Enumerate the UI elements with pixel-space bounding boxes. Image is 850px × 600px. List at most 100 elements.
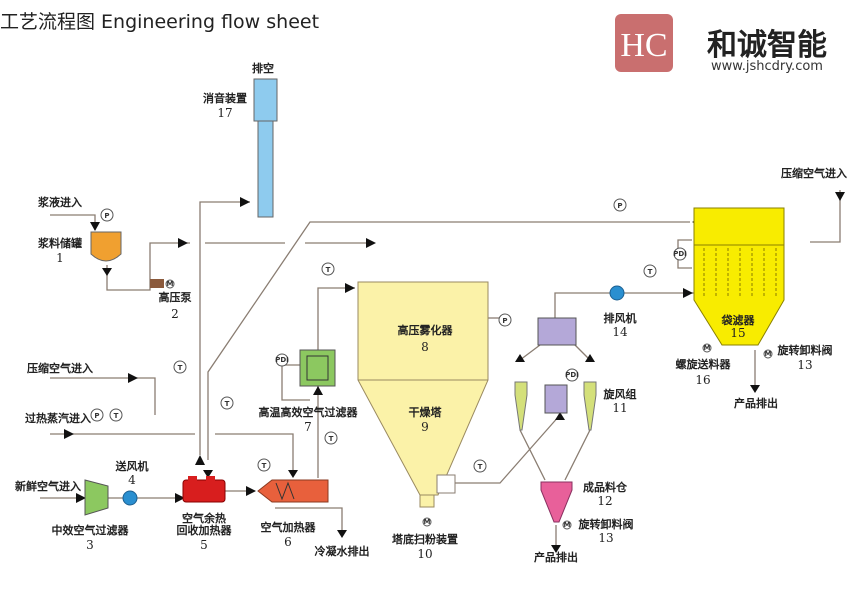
- svg-text:P: P: [617, 202, 622, 210]
- valve-13a-label: 旋转卸料阀: [578, 517, 634, 531]
- recovery-5-label: 空气余热: [182, 511, 226, 525]
- atomizer-8-label: 高压雾化器: [398, 323, 454, 337]
- svg-text:回收加热器: 回收加热器: [177, 523, 233, 537]
- svg-text:T: T: [225, 400, 230, 408]
- sweeper-10-label: 塔底扫粉装置: [392, 532, 458, 546]
- svg-text:T: T: [329, 435, 334, 443]
- svg-text:8: 8: [421, 340, 429, 354]
- svg-text:5: 5: [200, 538, 208, 552]
- svg-text:12: 12: [597, 494, 612, 508]
- temperature-gauge: T: [324, 431, 338, 445]
- brand-url: www.jshcdry.com: [711, 59, 823, 74]
- filter-3[interactable]: [84, 479, 109, 516]
- instruments: P P P P T T T T T T T T PDI PDI PDI M M …: [90, 198, 773, 530]
- svg-text:P: P: [502, 317, 507, 325]
- tower-9-label: 干燥塔: [409, 405, 443, 419]
- pressure-gauge: P: [613, 198, 627, 212]
- fan-4-label: 送风机: [115, 459, 149, 473]
- compressed-air-label: 压缩空气进入: [27, 361, 93, 375]
- svg-text:PDI: PDI: [275, 356, 289, 364]
- svg-text:M: M: [564, 521, 571, 529]
- screw-16-label: 螺旋送料器: [676, 357, 732, 371]
- labels: 排空 消音装置 17 浆液进入 浆料储罐 1 高压泵 2 压缩空气进入 过热蒸汽…: [15, 61, 847, 564]
- motor-icon: M: [702, 343, 712, 353]
- temperature-gauge: T: [173, 360, 187, 374]
- exhaust-fan-14[interactable]: [609, 285, 625, 301]
- logo: HC 和诚智能 www.jshcdry.com: [615, 14, 827, 74]
- fan-4[interactable]: [122, 490, 138, 506]
- pump-label: 高压泵: [159, 290, 192, 304]
- bag-15-label: 袋滤器: [721, 313, 756, 327]
- svg-text:16: 16: [695, 373, 710, 387]
- valve-13b-label: 旋转卸料阀: [777, 343, 833, 357]
- cyclone-11-label: 旋风组: [603, 387, 637, 401]
- svg-text:PDI: PDI: [565, 371, 579, 379]
- cyclone-group-11[interactable]: [514, 317, 597, 431]
- condensate-label: 冷凝水排出: [315, 544, 370, 558]
- fan-14-label: 排风机: [604, 311, 637, 325]
- svg-text:10: 10: [417, 547, 432, 561]
- differential-pressure-gauge: PDI: [275, 353, 289, 367]
- motor-icon: M: [562, 520, 572, 530]
- slurry-tank-1[interactable]: [90, 231, 122, 262]
- drying-tower-9[interactable]: [357, 281, 489, 508]
- svg-text:13: 13: [598, 531, 613, 545]
- motor-icon: M: [165, 279, 175, 289]
- svg-text:4: 4: [128, 473, 136, 487]
- svg-text:P: P: [94, 412, 99, 420]
- silencer-label: 消音装置: [203, 91, 247, 105]
- svg-text:6: 6: [284, 535, 292, 549]
- svg-text:T: T: [114, 412, 119, 420]
- temperature-gauge: T: [220, 396, 234, 410]
- hepa-7-label: 高温高效空气过滤器: [259, 405, 359, 419]
- product-out-1-label: 产品排出: [534, 550, 578, 564]
- air-heater-6[interactable]: [257, 479, 329, 503]
- svg-text:HC: HC: [620, 27, 667, 64]
- pump-2[interactable]: [150, 279, 164, 288]
- feed-in-label: 浆液进入: [38, 195, 82, 209]
- svg-text:7: 7: [304, 420, 312, 434]
- flow-arrows: [64, 192, 845, 553]
- exhaust-label: 排空: [252, 61, 274, 75]
- temperature-gauge: T: [109, 408, 123, 422]
- svg-text:9: 9: [421, 420, 429, 434]
- svg-text:17: 17: [217, 106, 232, 120]
- svg-text:M: M: [167, 280, 174, 288]
- temperature-gauge: T: [321, 262, 335, 276]
- temperature-gauge: T: [257, 458, 271, 472]
- svg-text:15: 15: [730, 326, 745, 340]
- pressure-gauge: P: [100, 208, 114, 222]
- pressure-gauge: P: [90, 408, 104, 422]
- fresh-air-label: 新鲜空气进入: [15, 479, 81, 493]
- svg-text:PDI: PDI: [673, 250, 687, 258]
- svg-text:1: 1: [56, 251, 64, 265]
- svg-text:T: T: [178, 364, 183, 372]
- hepa-filter-7[interactable]: [299, 349, 336, 387]
- silencer-17[interactable]: [253, 78, 278, 218]
- pressure-gauge: P: [498, 313, 512, 327]
- motor-icon: M: [422, 517, 432, 527]
- heat-recovery-5[interactable]: [182, 476, 226, 503]
- svg-text:M: M: [704, 344, 711, 352]
- svg-text:13: 13: [797, 358, 812, 372]
- svg-text:T: T: [478, 463, 483, 471]
- svg-text:T: T: [326, 266, 331, 274]
- svg-text:11: 11: [612, 401, 627, 415]
- svg-text:P: P: [104, 212, 109, 220]
- svg-text:M: M: [424, 518, 431, 526]
- svg-text:3: 3: [86, 538, 94, 552]
- compressed-air-right-label: 压缩空气进入: [781, 166, 847, 180]
- svg-text:T: T: [648, 268, 653, 276]
- svg-text:2: 2: [171, 307, 179, 321]
- filter-3-label: 中效空气过滤器: [52, 523, 130, 537]
- bag-filter-15[interactable]: [693, 207, 785, 346]
- differential-pressure-gauge: PDI: [565, 368, 579, 382]
- svg-text:14: 14: [612, 325, 628, 339]
- steam-in-label: 过热蒸汽进入: [25, 411, 91, 425]
- product-bin-12[interactable]: [540, 481, 573, 523]
- tank-label: 浆料储罐: [38, 236, 82, 250]
- temperature-gauge: T: [643, 264, 657, 278]
- brand-name: 和诚智能: [707, 28, 827, 63]
- svg-text:M: M: [765, 350, 772, 358]
